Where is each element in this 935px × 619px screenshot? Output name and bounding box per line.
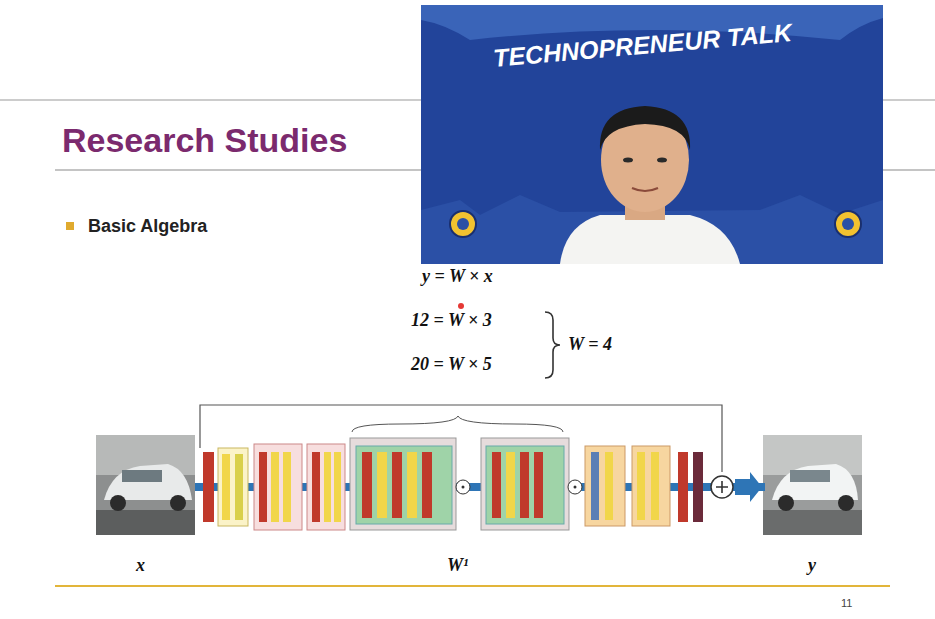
slide-title: Research Studies <box>62 121 347 160</box>
group-brace <box>352 416 563 432</box>
input-car-image <box>96 435 195 535</box>
network-illustration <box>195 438 765 530</box>
bullet-text: Basic Algebra <box>88 216 207 237</box>
bullet-square <box>66 222 74 230</box>
webcam-overlay <box>421 5 883 264</box>
output-label: y <box>808 555 816 576</box>
equation: y = W × x <box>422 266 493 287</box>
footer-rule <box>55 585 890 587</box>
curly-bracket <box>545 312 560 378</box>
output-car-image <box>763 435 862 535</box>
equation: 20 = W × 5 <box>411 354 492 375</box>
equation-result: W = 4 <box>568 334 612 355</box>
input-label: x <box>136 555 145 576</box>
equation: 12 = W × 3 <box>411 310 492 331</box>
page-number: 11 <box>841 597 852 609</box>
pointer-dot <box>458 303 464 309</box>
model-label: W¹ <box>447 555 468 576</box>
